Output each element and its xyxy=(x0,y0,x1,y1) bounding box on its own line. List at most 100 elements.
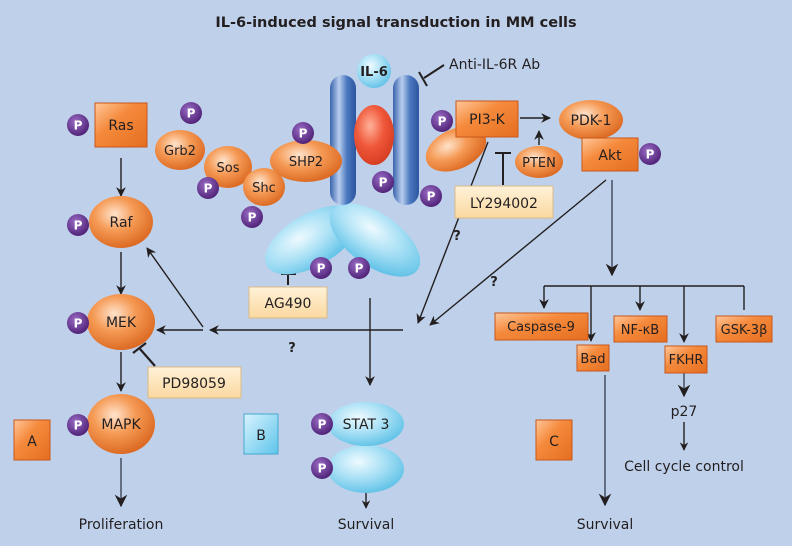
phospho-ras: P xyxy=(67,114,89,136)
phospho-label: P xyxy=(204,182,213,196)
inhibit-pd98059 xyxy=(139,348,156,367)
mapk-label: MAPK xyxy=(101,417,141,433)
phospho-icon xyxy=(639,143,661,165)
proliferation-label: Proliferation xyxy=(79,517,164,533)
stat3-node xyxy=(328,402,404,446)
pdk1-node xyxy=(559,100,623,140)
pi3k-crosstalk-question: ? xyxy=(453,229,461,244)
phospho-label: P xyxy=(74,317,83,331)
pd98059-label: PD98059 xyxy=(162,376,226,392)
phospho-icon xyxy=(67,414,89,436)
phospho-icon xyxy=(241,206,263,228)
p27-label: p27 xyxy=(671,404,698,420)
adapter-ellipse xyxy=(425,126,487,172)
phospho-raf: P xyxy=(67,214,89,236)
caspase9-node xyxy=(494,312,589,341)
grb2-label: Grb2 xyxy=(164,144,196,159)
phospho-icon xyxy=(420,185,442,207)
phospho-icon xyxy=(310,257,332,279)
survival-c-label: Survival xyxy=(577,517,633,533)
il6-label: IL-6 xyxy=(360,65,388,80)
phospho-label: P xyxy=(379,176,388,190)
connectors xyxy=(114,64,745,509)
phospho-receptor-left: P xyxy=(372,171,394,193)
pd98059-inhibitor xyxy=(147,366,242,399)
survival-b-label: Survival xyxy=(338,517,394,533)
pathway-a-badge xyxy=(13,419,51,461)
phospho-mek: P xyxy=(67,312,89,334)
phospho-shp2: P xyxy=(292,122,314,144)
phospho-icon xyxy=(197,177,219,199)
phospho-label: P xyxy=(248,211,257,225)
phospho-label: P xyxy=(355,262,364,276)
nfkb-label: NF-κB xyxy=(621,323,659,338)
ras-label: Ras xyxy=(108,118,133,134)
pathway-b-badge xyxy=(243,413,279,455)
pathway-c-label: C xyxy=(549,434,559,450)
gsk3b-node xyxy=(715,315,773,343)
phospho-label: P xyxy=(317,262,326,276)
pathway-a: Ras Grb2 Sos Shc SHP2 Raf MEK MAPK PD980… xyxy=(13,102,342,533)
pi3k-node xyxy=(455,100,519,138)
phospho-sos: P xyxy=(197,177,219,199)
fkhr-label: FKHR xyxy=(669,353,704,368)
pten-node xyxy=(515,146,563,178)
receptor-complex: IL-6 Anti-IL-6R Ab xyxy=(265,54,540,277)
phospho-icon xyxy=(67,214,89,236)
pten-label: PTEN xyxy=(522,156,556,171)
phospho-icon xyxy=(180,102,202,124)
phospho-label: P xyxy=(74,119,83,133)
pi3k-label: PI3-K xyxy=(469,112,506,128)
shp2-node xyxy=(270,140,342,182)
inhibit-antibody xyxy=(423,64,445,79)
phospho-icon xyxy=(311,457,333,479)
akt-label: Akt xyxy=(598,148,622,164)
phospho-icon xyxy=(67,312,89,334)
crosstalk-question: ? xyxy=(288,341,296,356)
mapk-node xyxy=(87,394,155,454)
raf-node xyxy=(89,196,153,248)
phospho-shc: P xyxy=(241,206,263,228)
caspase9-label: Caspase-9 xyxy=(507,320,575,335)
phospho-icon xyxy=(292,122,314,144)
phospho-icon xyxy=(311,413,333,435)
grb2-node xyxy=(155,130,205,170)
nfkb-node xyxy=(613,315,668,343)
phospho-label: P xyxy=(438,115,447,129)
phospho-label: P xyxy=(187,107,196,121)
shc-label: Shc xyxy=(252,181,276,196)
stat3-label: STAT 3 xyxy=(343,417,390,433)
gp130-lobe-right xyxy=(329,203,421,277)
raf-label: Raf xyxy=(110,215,134,231)
phospho-stat3-upper: P xyxy=(311,413,333,435)
phospho-receptor-lobe-2: P xyxy=(348,257,370,279)
bad-label: Bad xyxy=(580,352,605,367)
sos-node xyxy=(204,146,252,188)
arrow-pi3k-crosstalk xyxy=(416,141,489,324)
stat3-lower xyxy=(328,445,404,493)
pdk1-label: PDK-1 xyxy=(571,113,612,129)
phospho-label: P xyxy=(74,219,83,233)
mek-node xyxy=(87,294,155,350)
ly294002-inhibitor xyxy=(454,185,554,219)
bad-node xyxy=(576,344,610,372)
akt-crosstalk-question: ? xyxy=(490,275,498,290)
phospho-icon xyxy=(431,110,453,132)
phospho-receptor-lobe-1: P xyxy=(310,257,332,279)
phospho-label: P xyxy=(299,127,308,141)
receptor-chain-right xyxy=(393,75,419,205)
shp2-label: SHP2 xyxy=(289,155,323,170)
phospho-pi3k: P xyxy=(431,110,453,132)
pathway-c: PI3-K PDK-1 Akt PTEN LY294002 ? ? Caspas… xyxy=(453,100,773,533)
diagram-title: IL-6-induced signal transduction in MM c… xyxy=(215,15,576,31)
phospho-akt: P xyxy=(639,143,661,165)
phospho-label: P xyxy=(318,462,327,476)
ly294002-label: LY294002 xyxy=(470,196,538,212)
gsk3b-label: GSK-3β xyxy=(721,323,768,338)
il6-ligand xyxy=(357,54,391,88)
fkhr-node xyxy=(664,345,708,374)
arrow-to-raf xyxy=(146,247,204,328)
phospho-icon xyxy=(372,171,394,193)
